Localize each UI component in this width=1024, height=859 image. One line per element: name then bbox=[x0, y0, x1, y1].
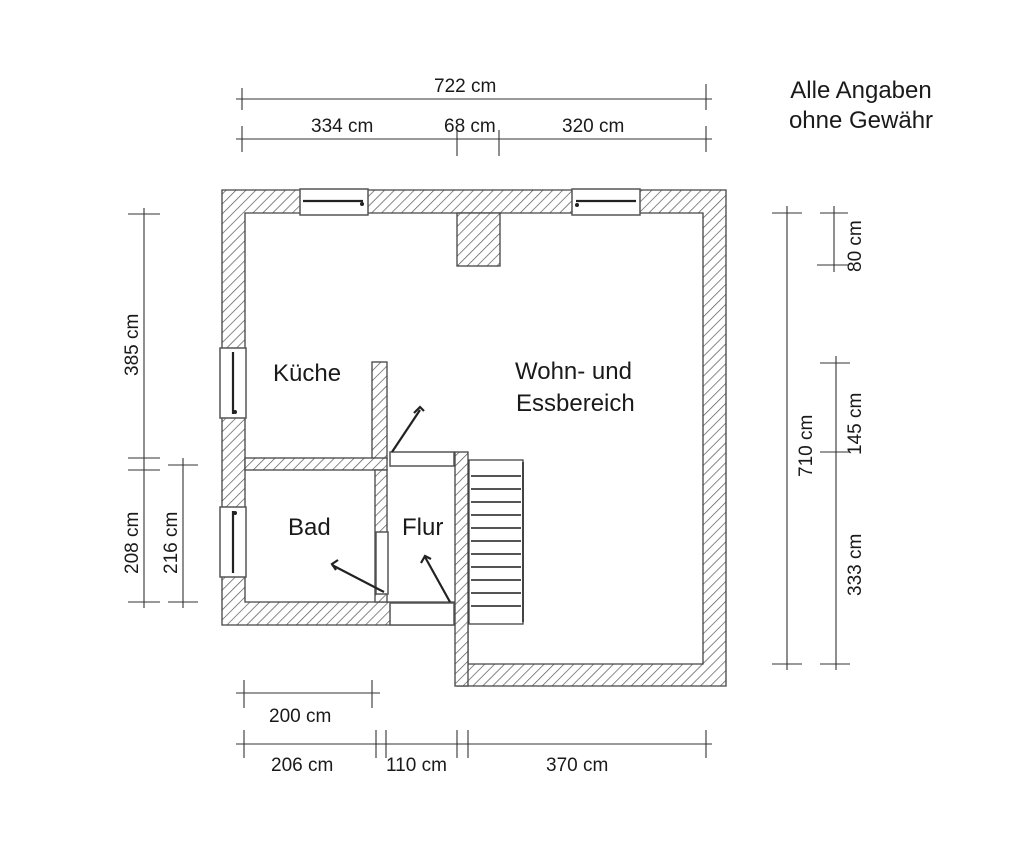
dim-right-chimney: 80 cm bbox=[845, 220, 866, 272]
dim-right-total: 710 cm bbox=[796, 415, 817, 477]
window-kitchen bbox=[219, 347, 247, 419]
dimensions-right: 710 cm 80 cm 145 cm 333 cm bbox=[772, 206, 866, 670]
kitchen-partition-wall bbox=[371, 361, 388, 461]
doors bbox=[330, 405, 455, 626]
door-entrance[interactable] bbox=[389, 554, 455, 626]
dim-right-lower: 333 cm bbox=[845, 534, 866, 596]
chimney bbox=[456, 212, 501, 267]
staircase bbox=[468, 459, 524, 625]
dim-left-bath-inner: 216 cm bbox=[161, 512, 182, 574]
dim-top-right: 320 cm bbox=[562, 116, 624, 137]
dim-left-lower: 208 cm bbox=[122, 512, 143, 574]
window-top-right bbox=[571, 188, 641, 216]
dim-bottom-bath-inner: 200 cm bbox=[269, 706, 331, 727]
dim-bottom-hall: 110 cm bbox=[386, 755, 447, 776]
room-label-hall: Flur bbox=[402, 514, 443, 541]
dim-top-chimney: 68 cm bbox=[444, 116, 496, 137]
dim-top-left: 334 cm bbox=[311, 116, 373, 137]
dim-top-total: 722 cm bbox=[434, 76, 496, 97]
window-bath bbox=[219, 506, 247, 578]
dimensions-bottom: 200 cm 206 cm 110 cm 370 cm bbox=[236, 680, 712, 776]
dim-left-upper: 385 cm bbox=[122, 314, 143, 376]
disclaimer-line-2: ohne Gewähr bbox=[788, 107, 934, 134]
dim-right-mid: 145 cm bbox=[845, 393, 866, 455]
dimensions-top: 722 cm 334 cm 68 cm 320 cm bbox=[236, 76, 712, 156]
room-label-kitchen: Küche bbox=[273, 360, 341, 387]
room-label-living-1: Wohn- und bbox=[515, 358, 632, 385]
room-labels: Küche Wohn- und Essbereich Bad Flur bbox=[273, 358, 635, 541]
hall-stair-wall bbox=[454, 451, 469, 687]
kitchen-bath-wall bbox=[244, 457, 388, 471]
disclaimer-line-1: Alle Angaben bbox=[790, 77, 932, 104]
disclaimer-note: Alle Angaben ohne Gewähr bbox=[766, 76, 956, 136]
room-label-living-2: Essbereich bbox=[516, 390, 635, 417]
room-label-bath: Bad bbox=[288, 514, 331, 541]
dim-bottom-living: 370 cm bbox=[546, 755, 608, 776]
walls bbox=[221, 189, 727, 687]
dim-bottom-bath: 206 cm bbox=[271, 755, 333, 776]
door-hall-top[interactable] bbox=[389, 405, 455, 467]
dimensions-left: 385 cm 208 cm 216 cm bbox=[122, 208, 198, 608]
window-top-left bbox=[299, 188, 369, 216]
door-bath[interactable] bbox=[330, 531, 389, 595]
windows bbox=[219, 188, 641, 578]
